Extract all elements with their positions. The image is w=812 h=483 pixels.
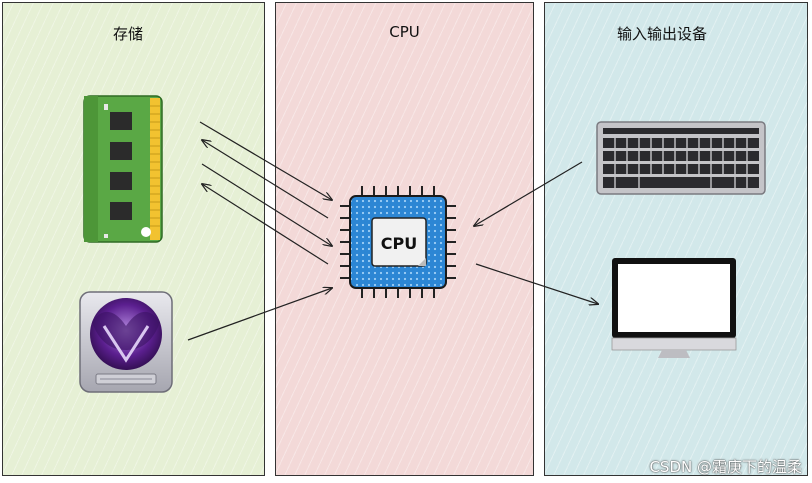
- monitor-icon: [611, 258, 737, 358]
- cpu-chip-label: CPU: [381, 234, 417, 253]
- io-panel: 输入输出设备: [544, 2, 808, 476]
- arrow-disk-to-cpu: [187, 288, 332, 341]
- arrows-ram-cpu: [199, 121, 332, 265]
- arrow-cpu-to-ram-1: [202, 140, 329, 219]
- storage-panel-title: 存储: [113, 25, 144, 43]
- arrow-cpu-to-monitor: [475, 263, 598, 304]
- arrow-ram-to-cpu-1: [199, 121, 332, 200]
- keyboard-icon: [596, 121, 766, 195]
- io-panel-title: 输入输出设备: [617, 25, 708, 43]
- arrow-keyboard-to-cpu: [474, 161, 583, 226]
- cpu-chip: CPU: [340, 186, 456, 298]
- arrow-ram-to-cpu-2: [201, 163, 332, 246]
- arrow-cpu-to-ram-2: [202, 184, 329, 265]
- ram-module-icon: [83, 95, 163, 243]
- cpu-panel-title: CPU: [389, 23, 420, 41]
- watermark-text: CSDN @霜庚下的温柔: [649, 458, 802, 476]
- hard-drive-icon: [79, 291, 173, 393]
